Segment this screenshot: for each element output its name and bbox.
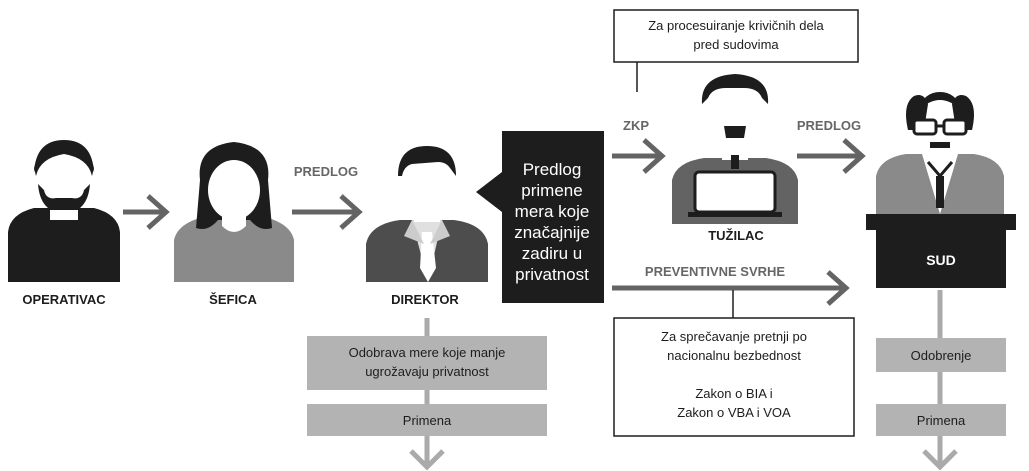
predlog-label-1: PREDLOG	[294, 164, 358, 179]
direktor-label: DIREKTOR	[391, 292, 459, 307]
callout-line-3: mera koje	[515, 202, 590, 221]
bottom-note-box	[613, 317, 855, 437]
tuzilac-label: TUŽILAC	[708, 228, 764, 243]
operativac-figure-icon	[8, 140, 120, 282]
operativac-label: OPERATIVAC	[22, 292, 106, 307]
tuzilac-figure-icon	[672, 74, 798, 224]
callout-line-4: značajnije	[514, 223, 590, 242]
arrow-operativac-sefica	[123, 194, 170, 230]
arrow-preventivne	[612, 270, 850, 306]
director-approve-line-1: Odobrava mere koje manje	[349, 345, 506, 360]
bottom-note-line-4: Zakon o BIA i	[695, 386, 772, 401]
director-apply-label: Primena	[403, 413, 452, 428]
callout-line-2: primene	[521, 181, 582, 200]
bottom-note-line-5: Zakon o VBA i VOA	[677, 405, 791, 420]
director-apply-box	[307, 404, 547, 436]
sud-judge-icon	[876, 92, 1004, 214]
court-apply-label: Primena	[917, 413, 966, 428]
top-note-box	[613, 9, 859, 63]
preventivne-label: PREVENTIVNE SVRHE	[645, 264, 785, 279]
top-note-line-1: Za procesuiranje krivičnih dela	[648, 18, 824, 33]
director-approve-line-2: ugrožavaju privatnost	[365, 364, 489, 379]
arrow-sefica-direktor	[292, 194, 363, 230]
zkp-label: ZKP	[623, 118, 649, 133]
predlog-label-2: PREDLOG	[797, 118, 861, 133]
sud-bench-box	[876, 230, 1006, 288]
director-approve-box	[307, 336, 547, 390]
court-apply-box	[876, 404, 1006, 436]
court-approve-label: Odobrenje	[911, 348, 972, 363]
callout-line-1: Predlog	[523, 160, 582, 179]
court-approve-box	[876, 338, 1006, 372]
sefica-figure-icon	[174, 142, 294, 282]
sud-bench-top	[866, 214, 1016, 230]
callout-line-5: zadiru u	[522, 244, 582, 263]
direktor-down-arrow	[409, 436, 445, 471]
sefica-label: ŠEFICA	[209, 292, 257, 307]
arrow-zkp	[612, 138, 666, 174]
sud-label: SUD	[926, 252, 956, 268]
bottom-note-line-2: nacionalnu bezbednost	[667, 348, 801, 363]
top-note-line-2: pred sudovima	[693, 37, 779, 52]
arrow-tuzilac-sud	[797, 138, 866, 174]
callout-line-6: privatnost	[515, 265, 589, 284]
sud-down-arrow	[922, 436, 958, 471]
callout-box	[476, 131, 604, 303]
bottom-note-line-1: Za sprečavanje pretnji po	[661, 329, 807, 344]
direktor-figure-icon	[366, 146, 488, 282]
